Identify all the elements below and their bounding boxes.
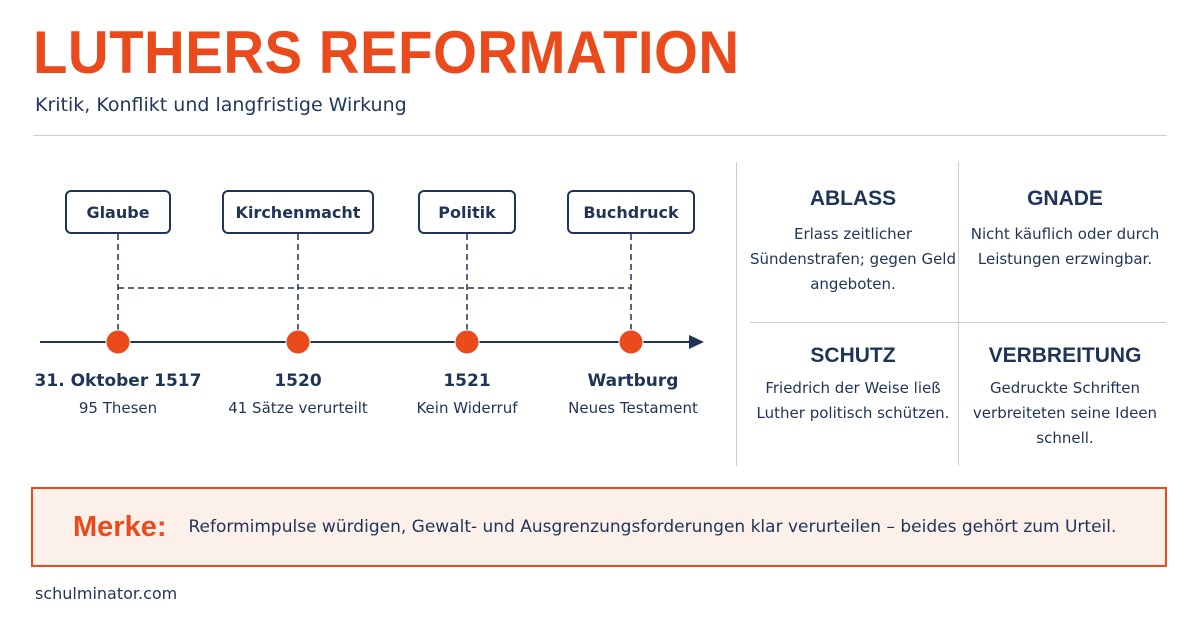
timeline-event: 95 Thesen [78,399,158,417]
timeline-dot [285,329,311,355]
timeline-label-glaube: Glaube [65,190,171,234]
timeline-label-politik: Politik [418,190,516,234]
page-subtitle: Kritik, Konflikt und langfristige Wirkun… [35,94,407,116]
merke-text: Reformimpulse würdigen, Gewalt- und Ausg… [188,517,1117,537]
grid-cell-text: Friedrich der Weise ließ Luther politisc… [756,379,950,422]
grid-cell-text: Gedruckte Schriften verbreiteten seine I… [972,379,1158,447]
header-divider [33,135,1167,136]
timeline-date: 1521 [443,371,491,391]
timeline-graphic [40,234,704,355]
grid-cell-title: SCHUTZ [810,344,896,367]
timeline-date: 31. Oktober 1517 [34,371,202,391]
timeline-date: 1520 [274,371,322,391]
grid-cell-text: Nicht käuflich oder durch Leistungen erz… [970,225,1160,268]
timeline-arrow-icon [689,335,704,349]
timeline-label-kirchenmacht: Kirchenmacht [222,190,374,234]
footer-site: schulminator.com [35,584,178,603]
merke-callout: Merke: Reformimpulse würdigen, Gewalt- u… [31,487,1167,567]
timeline-event: 41 Sätze verurteilt [228,399,368,417]
grid-divider-horizontal [750,322,1166,323]
timeline-date: Wartburg [587,371,679,391]
merke-label: Merke: [73,510,167,543]
grid-cell-title: VERBREITUNG [988,344,1142,367]
timeline-dot [454,329,480,355]
grid-divider-left [736,162,737,466]
timeline-dot [618,329,644,355]
timeline-label-buchdruck: Buchdruck [567,190,695,234]
page-title: LUTHERS REFORMATION [33,19,740,86]
grid-divider-middle [958,162,959,466]
timeline-event: Kein Widerruf [416,399,518,417]
grid-cell-title: GNADE [1027,187,1103,210]
grid-cell-title: ABLASS [809,187,897,210]
timeline-event: Neues Testament [568,399,698,417]
grid-cell-text: Erlass zeitlicher Sündenstrafen; gegen G… [749,225,956,293]
timeline-dot [105,329,131,355]
